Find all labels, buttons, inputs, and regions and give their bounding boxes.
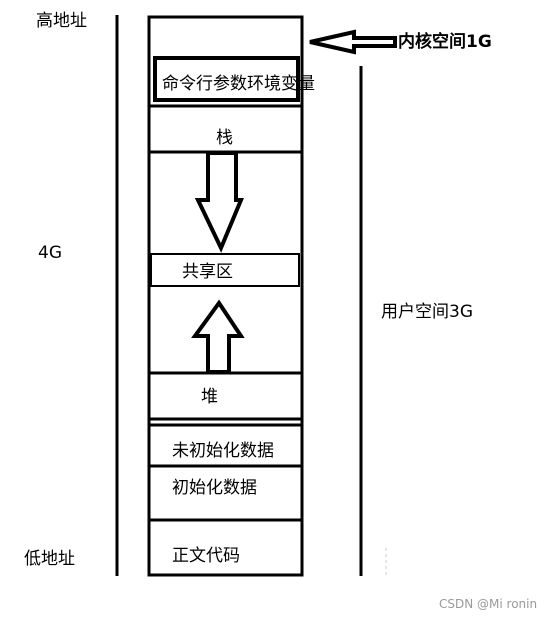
cmdline-env-label: 命令行参数环境变量 bbox=[162, 74, 315, 94]
high-address-label: 高地址 bbox=[36, 11, 87, 31]
shared-cell bbox=[150, 253, 300, 287]
shared-label: 共享区 bbox=[182, 262, 233, 282]
low-address-label: 低地址 bbox=[24, 549, 75, 569]
watermark: CSDN @Mi ronin bbox=[439, 597, 538, 611]
address-space-column bbox=[147, 15, 304, 577]
kernel-space-pointer-arrow bbox=[309, 29, 397, 55]
stack-grow-down-arrow bbox=[194, 151, 244, 253]
heap-grow-up-arrow bbox=[191, 299, 245, 374]
user-space-label: 用户空间3G bbox=[381, 302, 473, 322]
bss-label: 未初始化数据 bbox=[172, 441, 274, 461]
cmdline-env-cell bbox=[153, 56, 300, 102]
kernel-space-label: 内核空间1G bbox=[398, 32, 492, 52]
text-label: 正文代码 bbox=[172, 546, 240, 566]
heap-label: 堆 bbox=[201, 387, 218, 407]
data-label: 初始化数据 bbox=[172, 478, 257, 498]
stack-label: 栈 bbox=[216, 128, 233, 148]
total-size-label: 4G bbox=[38, 243, 62, 263]
